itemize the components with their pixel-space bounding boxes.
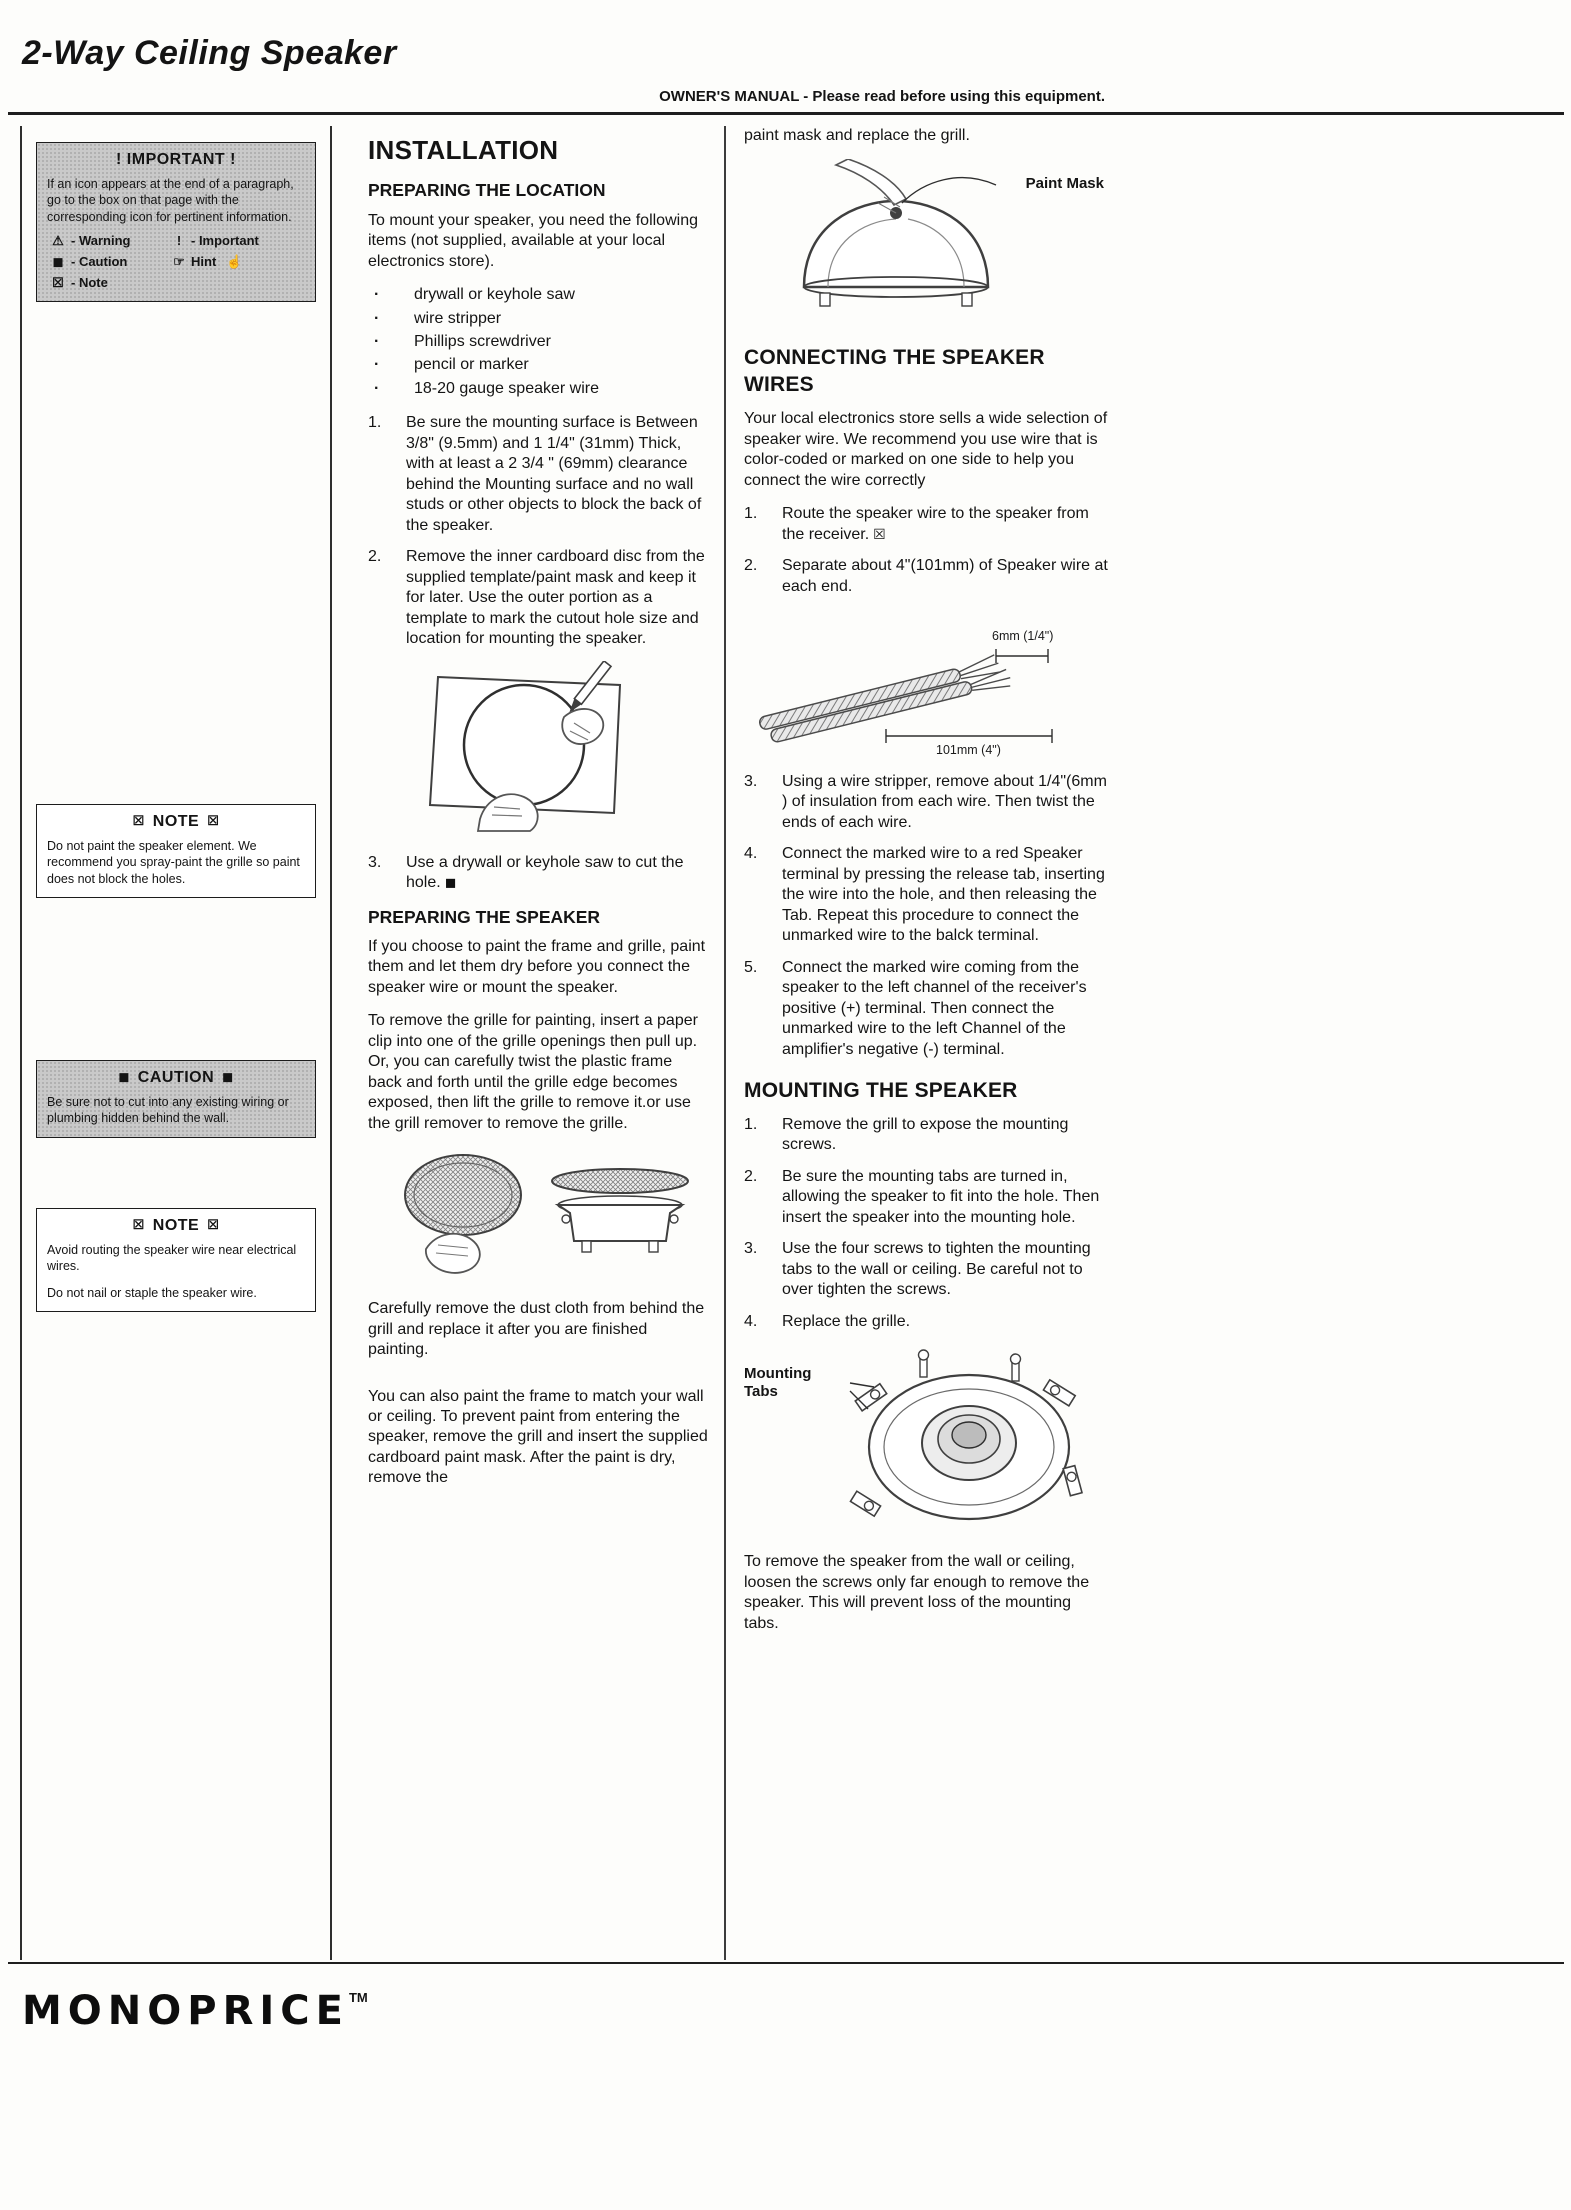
important-icon: ! bbox=[176, 232, 182, 248]
connect-step-2: 2. Separate about 4"(101mm) of Speaker w… bbox=[744, 557, 1108, 595]
connecting-column: paint mask and replace the grill. Paint … bbox=[744, 126, 1108, 1647]
mounting-heading: MOUNTING THE SPEAKER bbox=[744, 1079, 1018, 1103]
legend-label-important: - Important bbox=[191, 232, 259, 248]
connect-step-4: 4. Connect the marked wire to a red Spea… bbox=[744, 845, 1105, 945]
paint-paragraph: If you choose to paint the frame and gri… bbox=[368, 937, 706, 996]
caution-box: ◼CAUTION◼ Be sure not to cut into any ex… bbox=[36, 1060, 316, 1138]
dustcloth-paragraph: Carefully remove the dust cloth from beh… bbox=[368, 1300, 705, 1359]
brand-name: MONOPRICE bbox=[22, 1988, 349, 2034]
brand-logo: MONOPRICETM bbox=[22, 1988, 368, 2034]
note-icon: ☒ bbox=[873, 525, 886, 542]
note-box-paint: ☒NOTE☒ Do not paint the speaker element.… bbox=[36, 804, 316, 898]
list-item: wire stripper bbox=[368, 309, 710, 329]
template-marking-illustration bbox=[428, 660, 622, 832]
mount-step-3: 3. Use the four screws to tighten the mo… bbox=[744, 1240, 1091, 1299]
note-box-body: Do not paint the speaker element. We rec… bbox=[47, 839, 300, 886]
installation-heading: INSTALLATION bbox=[368, 135, 559, 165]
list-item: Phillips screwdriver bbox=[368, 332, 710, 352]
paintmask-paragraph: You can also paint the frame to match yo… bbox=[368, 1387, 708, 1487]
list-item: pencil or marker bbox=[368, 355, 710, 375]
important-box-body: If an icon appears at the end of a parag… bbox=[47, 177, 294, 224]
note-icon: ☒ bbox=[132, 813, 145, 828]
owners-manual-note: OWNER'S MANUAL - Please read before usin… bbox=[659, 88, 1105, 105]
trademark-symbol: TM bbox=[348, 1990, 368, 2005]
installation-intro: To mount your speaker, you need the foll… bbox=[368, 211, 698, 270]
template-marking-figure bbox=[368, 660, 710, 839]
hand-icon: ☝ bbox=[226, 253, 243, 269]
mount-step-1: 1. Remove the grill to expose the mounti… bbox=[744, 1115, 1069, 1154]
connect-step-5: 5. Connect the marked wire coming from t… bbox=[744, 958, 1087, 1058]
column-divider bbox=[724, 126, 726, 1960]
preparing-location-heading: PREPARING THE LOCATION bbox=[368, 180, 606, 201]
installation-column: INSTALLATION PREPARING THE LOCATION To m… bbox=[368, 126, 710, 1502]
warning-icon: ⚠ bbox=[52, 232, 64, 248]
note-icon: ☒ bbox=[207, 813, 220, 828]
caution-box-title: ◼CAUTION◼ bbox=[118, 1069, 234, 1086]
caution-icon: ◼ bbox=[52, 253, 64, 269]
legend-label-caution: - Caution bbox=[71, 253, 128, 269]
paint-mask-label: Paint Mask bbox=[1025, 175, 1104, 193]
note-icon: ☒ bbox=[207, 1217, 220, 1232]
paintmask-continued: paint mask and replace the grill. bbox=[744, 127, 970, 144]
mounting-tabs-label: Mounting Tabs bbox=[744, 1365, 812, 1401]
caution-icon: ◼ bbox=[444, 874, 457, 891]
caution-box-body: Be sure not to cut into any existing wir… bbox=[47, 1095, 289, 1126]
legend-empty-label bbox=[191, 275, 305, 291]
mount-step-2: 2. Be sure the mounting tabs are turned … bbox=[744, 1167, 1100, 1226]
sidebar: ! IMPORTANT ! If an icon appears at the … bbox=[20, 126, 332, 1960]
wire-stripping-illustration: 6mm (1/4") 101mm (4") bbox=[758, 629, 1053, 757]
grille-removal-figure bbox=[368, 1147, 710, 1285]
legend-label-note: - Note bbox=[71, 274, 108, 290]
hint-icon: ☞ bbox=[173, 253, 185, 269]
caution-icon: ◼ bbox=[222, 1069, 234, 1084]
paint-mask-figure: Paint Mask bbox=[744, 159, 1108, 327]
wire-stripping-figure: 6mm (1/4") 101mm (4") bbox=[744, 608, 1108, 758]
note-box-title: ☒NOTE☒ bbox=[132, 813, 220, 830]
connect-step-1: 1. Route the speaker wire to the speaker… bbox=[744, 505, 1089, 543]
legend-empty-icon bbox=[169, 275, 189, 291]
grille-removal-illustration bbox=[404, 1154, 689, 1274]
page-title: 2-Way Ceiling Speaker bbox=[22, 34, 397, 72]
wire-dim-small-label: 6mm (1/4") bbox=[992, 629, 1053, 643]
caution-icon: ◼ bbox=[118, 1069, 130, 1084]
paint-mask-illustration bbox=[802, 159, 997, 308]
connect-step-3: 3. Using a wire stripper, remove about 1… bbox=[744, 772, 1107, 831]
important-box-title: ! IMPORTANT ! bbox=[116, 151, 236, 168]
icon-legend: ⚠ - Warning ! - Important ◼ - Caution ☞ … bbox=[47, 233, 305, 291]
tools-list: drywall or keyhole saw wire stripper Phi… bbox=[368, 285, 710, 399]
important-box: ! IMPORTANT ! If an icon appears at the … bbox=[36, 142, 316, 302]
header-rule bbox=[8, 112, 1564, 115]
connecting-intro: Your local electronics store sells a wid… bbox=[744, 410, 1108, 489]
note-box-title: ☒NOTE☒ bbox=[132, 1217, 220, 1234]
note-box-line2: Do not nail or staple the speaker wire. bbox=[47, 1285, 257, 1300]
preparing-speaker-heading: PREPARING THE SPEAKER bbox=[368, 906, 601, 927]
note-box-line1: Avoid routing the speaker wire near elec… bbox=[47, 1243, 297, 1274]
list-item: drywall or keyhole saw bbox=[368, 285, 710, 305]
grille-removal-paragraph: To remove the grille for painting, inser… bbox=[368, 1012, 698, 1132]
list-item: 18-20 gauge speaker wire bbox=[368, 379, 710, 399]
footer-rule bbox=[8, 1962, 1564, 1964]
note-box-wiring: ☒NOTE☒ Avoid routing the speaker wire ne… bbox=[36, 1208, 316, 1312]
legend-label-warning: - Warning bbox=[71, 232, 131, 248]
note-icon: ☒ bbox=[132, 1217, 145, 1232]
mounting-tabs-illustration bbox=[849, 1349, 1083, 1521]
mount-step-4: 4. Replace the grille. bbox=[744, 1312, 911, 1330]
removal-paragraph: To remove the speaker from the wall or c… bbox=[744, 1553, 1090, 1632]
legend-label-hint: Hint☝ bbox=[191, 253, 243, 269]
install-step-3: 3. Use a drywall or keyhole saw to cut t… bbox=[368, 853, 684, 892]
note-icon: ☒ bbox=[52, 274, 64, 290]
install-step-2: 2. Remove the inner cardboard disc from … bbox=[368, 548, 705, 648]
wire-dim-large-label: 101mm (4") bbox=[936, 743, 1001, 757]
install-step-1: 1. Be sure the mounting surface is Betwe… bbox=[368, 414, 702, 534]
connecting-heading: CONNECTING THE SPEAKER WIRES bbox=[744, 346, 1045, 397]
mounting-tabs-figure: Mounting Tabs bbox=[744, 1343, 1108, 1538]
